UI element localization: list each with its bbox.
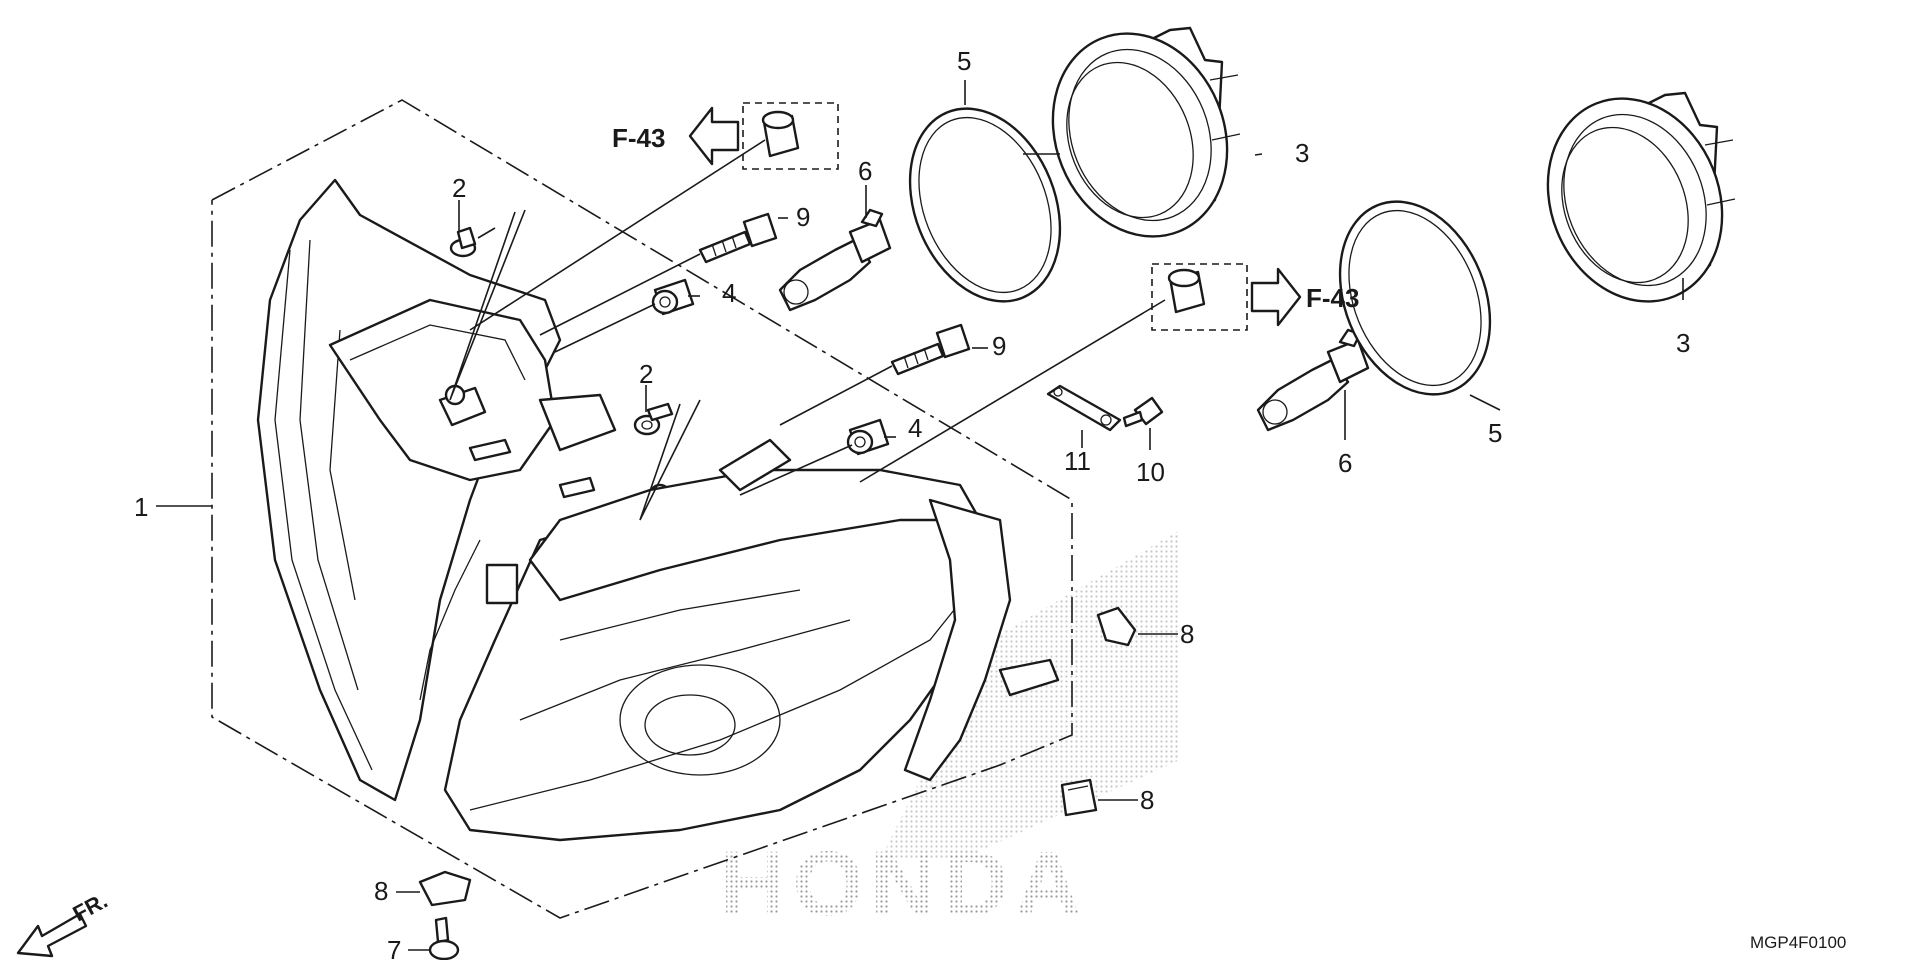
- leader-lines: [156, 80, 1684, 951]
- screw-2-lower: [633, 402, 674, 436]
- callout-2-upper: 2: [452, 173, 466, 203]
- callout-3-left: 3: [1295, 138, 1309, 168]
- callout-10: 10: [1136, 457, 1165, 487]
- clip-8-upper: [1096, 606, 1137, 647]
- callout-3-right: 3: [1676, 328, 1690, 358]
- callout-1: 1: [134, 492, 148, 522]
- screw-7: [428, 916, 460, 960]
- callout-9-upper: 9: [796, 202, 810, 232]
- bolt-9-lower: [890, 323, 971, 376]
- callout-7: 7: [387, 935, 401, 960]
- clip-8-middle: [1060, 778, 1098, 817]
- screw-2-upper: [449, 226, 477, 258]
- callout-11: 11: [1064, 446, 1091, 476]
- plate-11: [1046, 384, 1122, 432]
- callout-2-lower: 2: [639, 359, 653, 389]
- callout-8-middle: 8: [1140, 785, 1154, 815]
- headlight-assembly: [256, 178, 1060, 842]
- clip-8-lower: [418, 870, 472, 907]
- collar-4-upper: [651, 278, 695, 316]
- dust-cover-3-right: [1546, 91, 1736, 303]
- grommet-right: [1167, 268, 1206, 314]
- callout-4-lower: 4: [908, 413, 922, 443]
- callout-labels: 1 2 2 3 3 4 4 5 5 6 6 7 8 8 8 9 9 10 11: [134, 46, 1690, 960]
- callout-8-lower: 8: [374, 876, 388, 906]
- front-direction-indicator: FR.: [16, 888, 112, 958]
- assembly-outline: [211, 99, 1073, 919]
- seal-ring-5-right: [1338, 200, 1492, 396]
- drawing-code: MGP4F0100: [1750, 933, 1846, 952]
- callout-5-right: 5: [1488, 418, 1502, 448]
- watermark-text: HONDA: [720, 833, 1087, 935]
- reference-left-label: F-43: [612, 123, 665, 153]
- callout-6-left: 6: [858, 156, 872, 186]
- callout-8-upper: 8: [1180, 619, 1194, 649]
- collar-4-lower: [846, 418, 890, 456]
- grommet-left: [761, 110, 800, 158]
- screw-10: [1122, 396, 1164, 428]
- seal-ring-5-left: [908, 107, 1062, 303]
- reference-right-label: F-43: [1306, 283, 1359, 313]
- bolt-9-upper: [698, 212, 778, 264]
- bulb-6-left: [778, 208, 892, 312]
- dust-cover-3-left: [1051, 26, 1241, 238]
- callout-5-left: 5: [957, 46, 971, 76]
- reference-right: F-43: [1151, 263, 1359, 331]
- callout-9-lower: 9: [992, 331, 1006, 361]
- reference-left: F-43: [612, 102, 839, 170]
- callout-6-right: 6: [1338, 448, 1352, 478]
- callout-4-upper: 4: [722, 278, 736, 308]
- bulb-6-right: [1256, 328, 1370, 432]
